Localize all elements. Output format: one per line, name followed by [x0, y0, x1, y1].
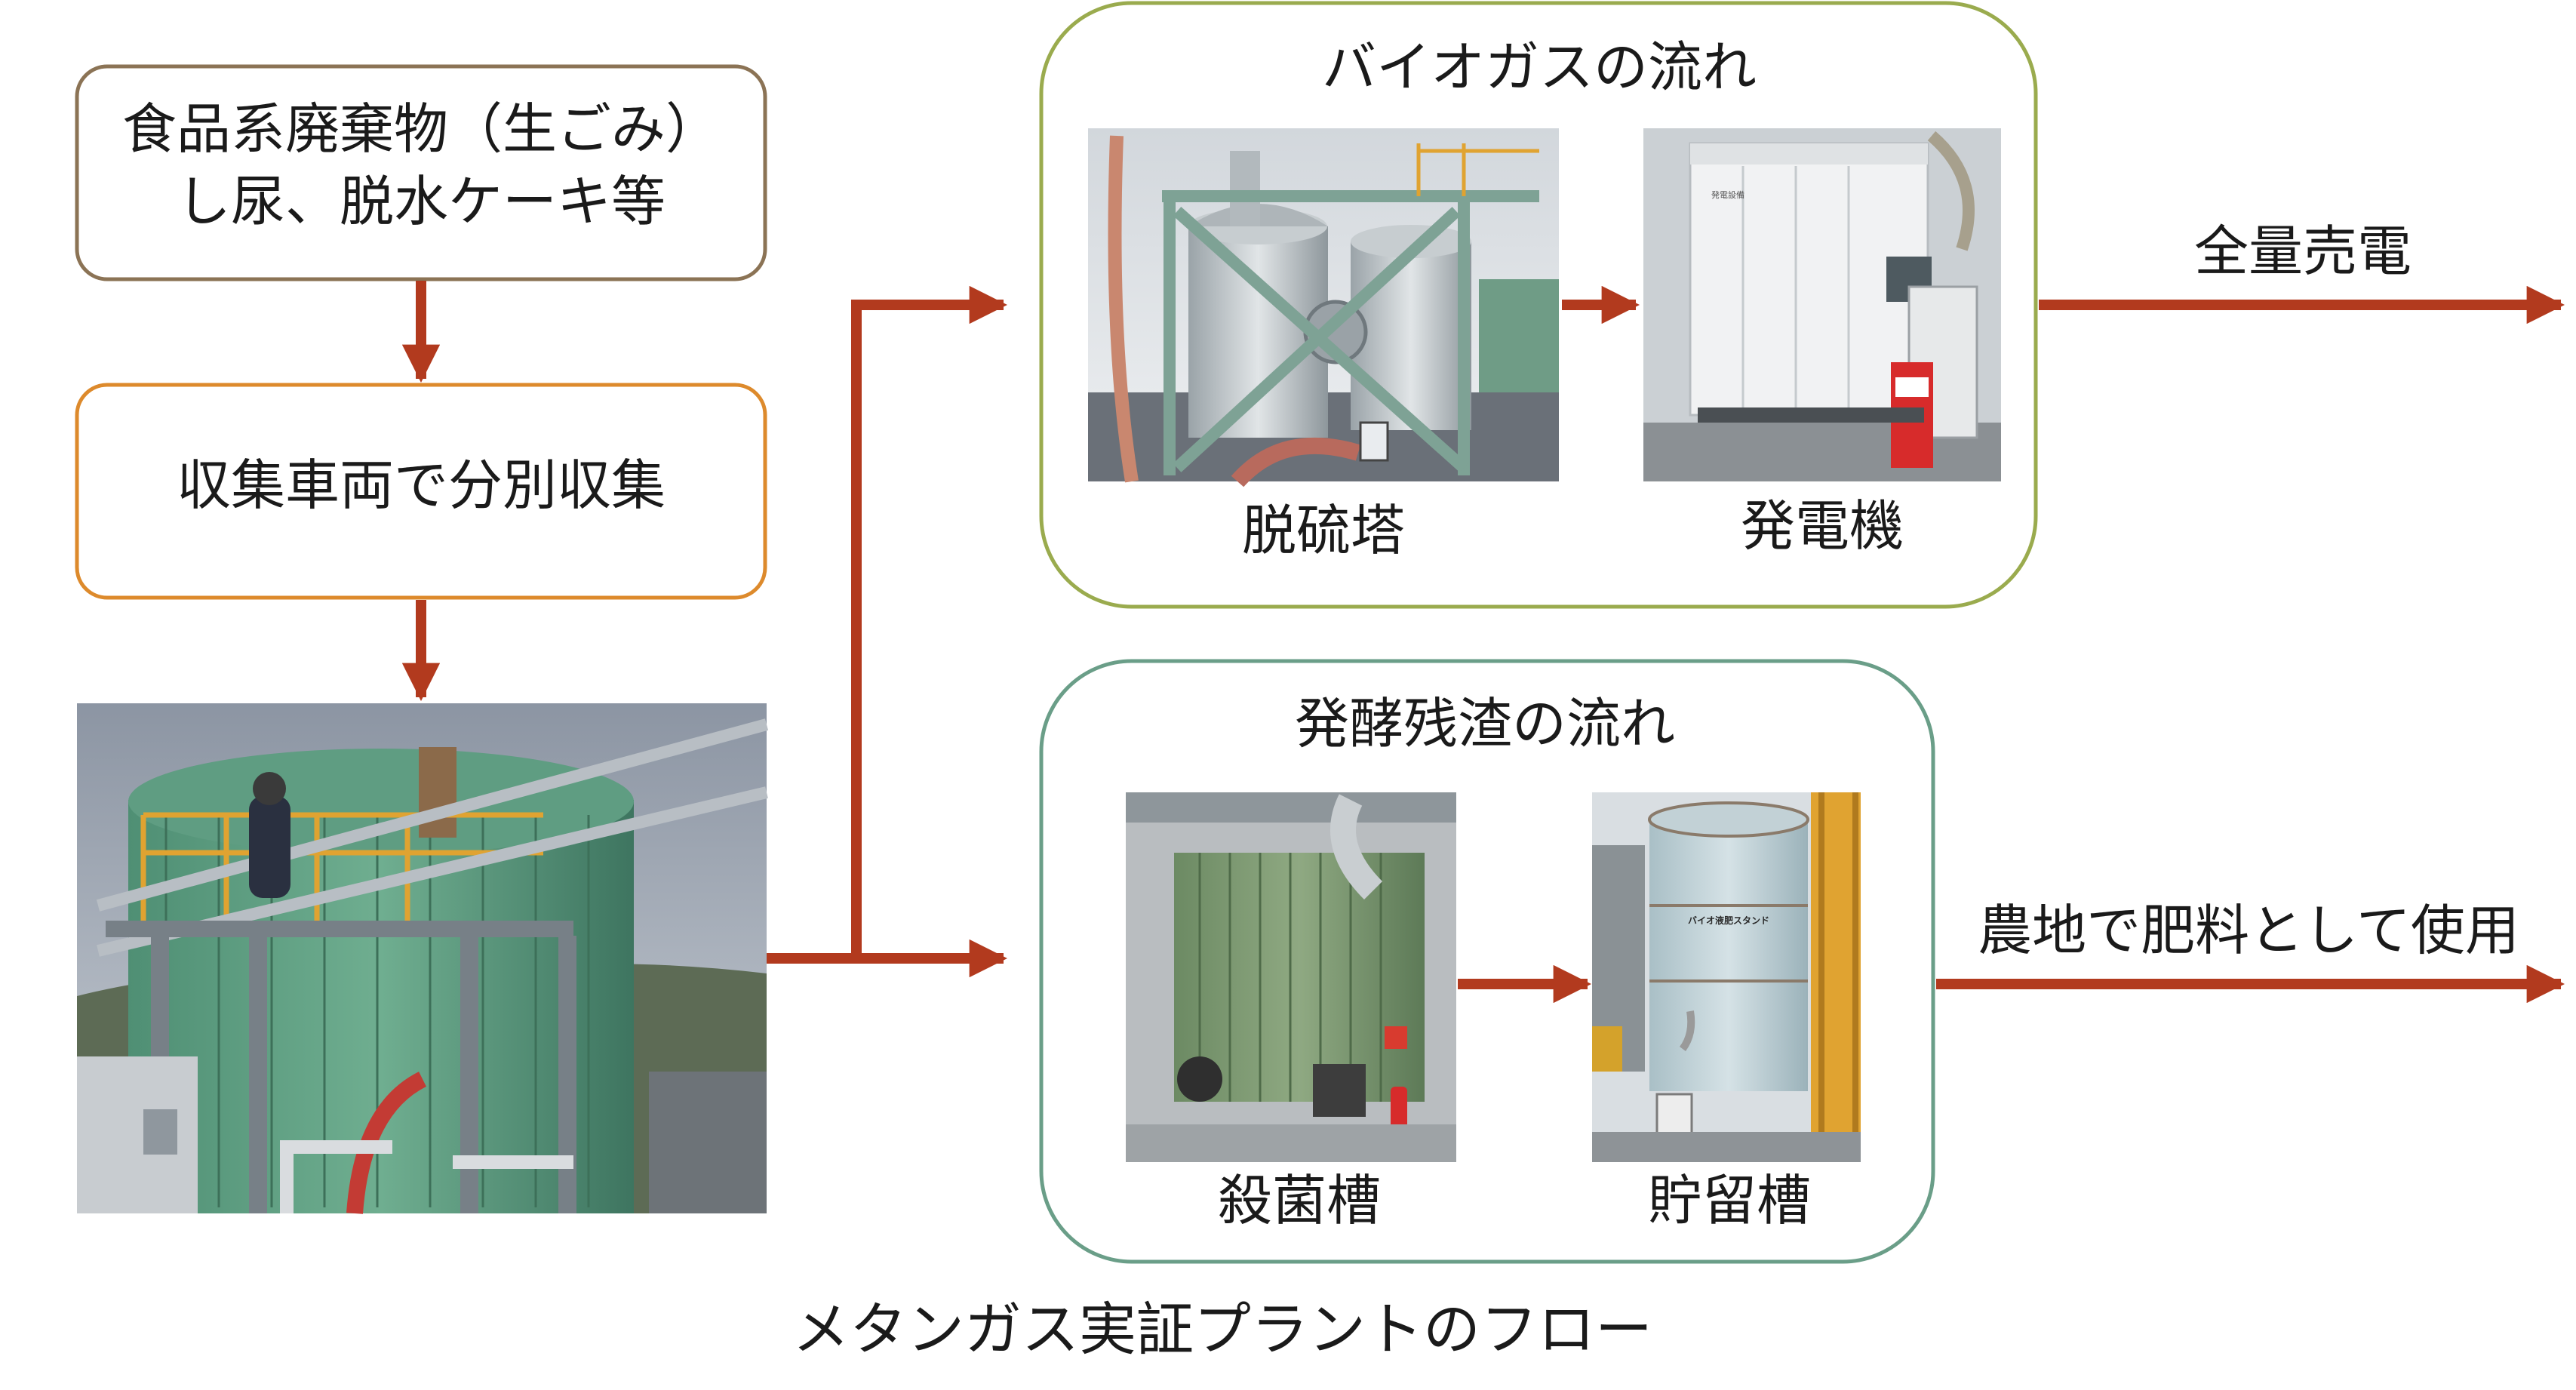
- collection-box: 収集車両で分別収集: [75, 383, 767, 600]
- sterilization-label: 殺菌槽: [1218, 1169, 1381, 1232]
- residue-output-label: 農地で肥料として使用: [1978, 899, 2519, 962]
- generator-label: 発電機: [1741, 494, 1904, 558]
- waste-box: 食品系廃棄物（生ごみ） し尿、脱水ケーキ等: [75, 64, 767, 281]
- residue-group-title: 発酵残渣の流れ: [1295, 692, 1675, 755]
- digester-tank-photo: [77, 703, 769, 1214]
- sterilization-tank-photo: [1126, 792, 1456, 1162]
- waste-box-line2: し尿、脱水ケーキ等: [177, 170, 666, 233]
- biogas-group-title: バイオガスの流れ: [1322, 35, 1757, 99]
- branch-connector: [767, 285, 1008, 978]
- diagram-caption: メタンガス実証プラントのフロー: [792, 1296, 1652, 1363]
- generator-photo: 発電設備: [1643, 128, 2001, 481]
- collection-box-label: 収集車両で分別収集: [177, 454, 666, 517]
- storage-label: 貯留槽: [1648, 1169, 1811, 1232]
- generator-sign: 発電設備: [1711, 189, 1744, 200]
- biogas-group: バイオガスの流れ: [1039, 1, 2038, 609]
- biogas-output-label: 全量売電: [2194, 220, 2412, 283]
- storage-tank-sign: バイオ液肥スタンド: [1688, 915, 1769, 926]
- waste-box-line1: 食品系廃棄物（生ごみ）: [122, 97, 720, 161]
- desulfurization-tower-photo: [1088, 128, 1559, 487]
- residue-group: 発酵残渣の流れ: [1039, 659, 1935, 1264]
- storage-tank-photo: バイオ液肥スタンド: [1592, 792, 1861, 1162]
- desulfurization-label: 脱硫塔: [1242, 499, 1405, 562]
